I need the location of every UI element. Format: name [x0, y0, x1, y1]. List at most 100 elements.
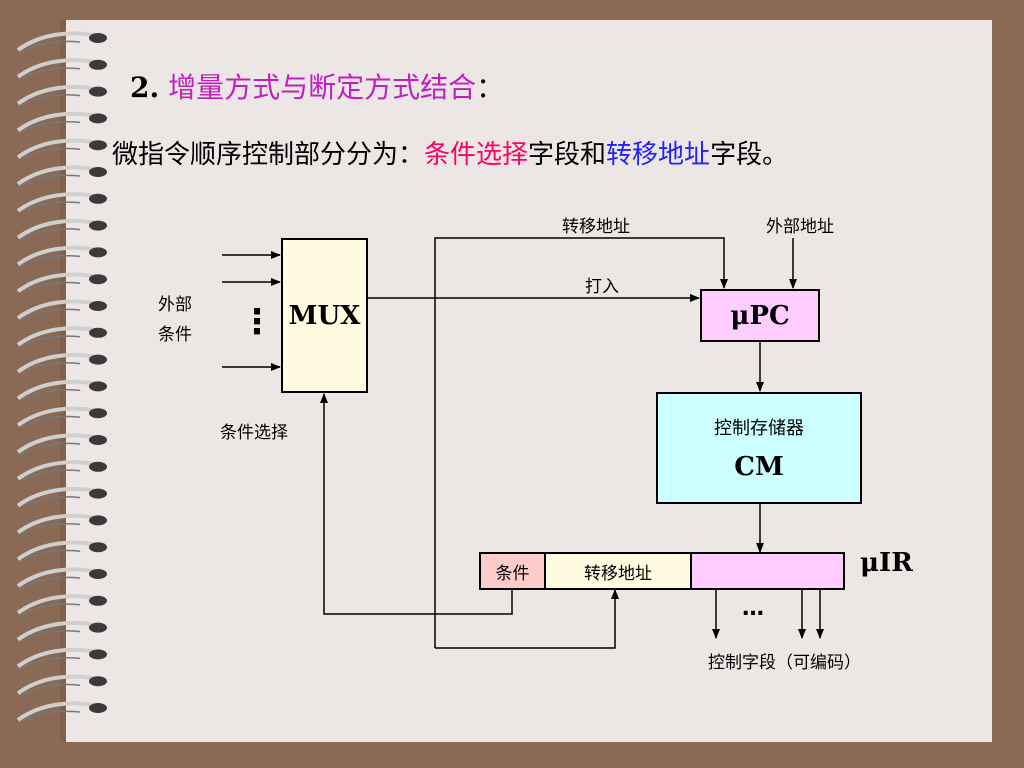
uir-condition-label: 条件: [495, 563, 530, 584]
uir-jump-address-field: 转移地址: [544, 552, 692, 590]
binding-hole: [89, 595, 107, 606]
binding-ring: [16, 433, 99, 454]
binding-hole: [89, 622, 107, 633]
binding-ring: [16, 594, 99, 615]
label-load: 打入: [585, 277, 619, 297]
subtitle-prefix: 微指令顺序控制部分分为：: [112, 140, 425, 170]
binding-hole: [89, 140, 107, 151]
binding-hole: [89, 301, 107, 311]
uir-condition-field: 条件: [479, 552, 546, 590]
slide-title: 2. 增量方式与断定方式结合：: [130, 66, 504, 106]
binding-hole: [89, 649, 107, 660]
binding-ring-shadow: [19, 362, 81, 375]
binding-hole: [89, 113, 107, 124]
slide-subtitle: 微指令顺序控制部分分为：条件选择字段和转移地址字段。: [112, 134, 788, 171]
jump-address-loop-wire: [434, 237, 728, 648]
uir-jump-address-label: 转移地址: [584, 563, 652, 584]
binding-hole: [89, 676, 107, 687]
binding-ring: [16, 513, 99, 535]
binding-ring: [16, 31, 99, 52]
binding-ring: [16, 245, 99, 267]
binding-hole: [89, 220, 107, 231]
label-external-condition-1: 外部: [158, 295, 192, 315]
binding-hole: [89, 461, 107, 472]
subtitle-condition-select: 条件选择: [424, 140, 529, 170]
cm-box: 控制存储器 CM: [656, 392, 862, 504]
binding-ring-shadow: [19, 442, 81, 455]
title-number: 2.: [130, 71, 160, 104]
binding-ring: [16, 192, 99, 213]
jump-address-return-wire: [435, 589, 619, 649]
binding-ring: [16, 674, 99, 695]
binding-ring: [16, 165, 99, 186]
spiral-binding: [16, 31, 107, 723]
binding-ring-shadow: [19, 174, 81, 187]
upc-label: μPC: [730, 300, 790, 331]
binding-hole: [89, 167, 107, 177]
binding-ring: [16, 701, 99, 722]
label-external-address: 外部地址: [766, 217, 834, 237]
binding-hole: [89, 569, 107, 579]
label-control-field: 控制字段（可编码）: [708, 653, 861, 673]
binding-hole: [89, 515, 107, 526]
uir-control-field: [690, 552, 845, 590]
binding-ring: [16, 218, 99, 240]
binding-ring-shadow: [19, 496, 81, 509]
binding-hole: [89, 193, 107, 204]
binding-ring-shadow: [19, 683, 81, 696]
title-colon: ：: [476, 71, 505, 104]
binding-ring: [16, 406, 99, 427]
binding-hole: [89, 59, 107, 70]
mux-label: MUX: [288, 300, 361, 331]
label-condition-select: 条件选择: [220, 423, 288, 443]
binding-ring: [16, 379, 99, 401]
subtitle-jump-address: 转移地址: [606, 140, 711, 170]
binding-ring: [16, 111, 99, 133]
binding-ring-shadow: [19, 94, 81, 107]
binding-ring-shadow: [19, 656, 81, 670]
label-jump-address-top: 转移地址: [562, 217, 630, 237]
label-uir: μIR: [860, 548, 913, 578]
binding-hole: [89, 86, 107, 97]
binding-ring: [16, 58, 99, 79]
binding-ring: [16, 138, 99, 159]
binding-ring-shadow: [19, 120, 81, 134]
cm-label: CM: [734, 452, 784, 482]
binding-ring-shadow: [19, 630, 81, 643]
cm-title: 控制存储器: [714, 418, 804, 439]
binding-ring-shadow: [19, 549, 81, 562]
binding-ring-shadow: [19, 228, 81, 241]
binding-ring-shadow: [19, 67, 81, 80]
binding-hole: [89, 327, 107, 338]
binding-ring-shadow: [19, 469, 81, 482]
binding-ring: [16, 84, 99, 106]
mux-box: MUX: [281, 238, 368, 393]
binding-hole: [89, 274, 107, 285]
binding-ring: [16, 352, 99, 374]
slide-page: [66, 20, 992, 742]
binding-ring-shadow: [19, 415, 81, 428]
binding-hole: [89, 488, 107, 499]
binding-ring-shadow: [19, 201, 81, 214]
binding-ring: [16, 647, 99, 669]
upc-box: μPC: [700, 289, 820, 342]
vertical-dots: ⋮: [240, 302, 274, 342]
binding-ring: [16, 272, 99, 293]
binding-ring-shadow: [19, 254, 81, 268]
binding-ring: [16, 460, 99, 481]
binding-ring-shadow: [19, 147, 81, 160]
condition-select-wire: [320, 393, 513, 615]
binding-ring: [16, 326, 99, 347]
binding-hole: [89, 381, 107, 392]
binding-hole: [89, 542, 107, 553]
binding-ring-shadow: [19, 388, 81, 402]
binding-hole: [89, 408, 107, 419]
horizontal-dots: …: [742, 596, 764, 621]
binding-hole: [89, 354, 107, 365]
binding-ring: [16, 540, 99, 561]
binding-hole: [89, 435, 107, 445]
label-external-condition-2: 条件: [158, 325, 192, 345]
binding-ring: [16, 299, 99, 320]
binding-ring: [16, 486, 99, 508]
